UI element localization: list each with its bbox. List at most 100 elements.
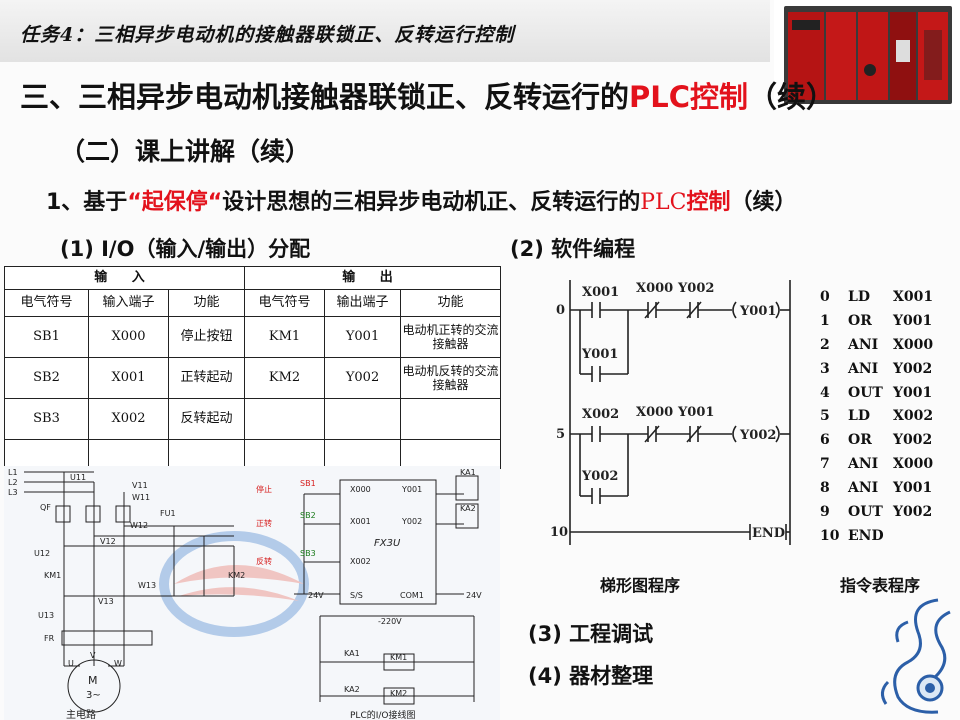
il-operand: X001 [893,289,934,305]
ladder-step-10: 10 [550,525,568,540]
table-cell: KM1 [244,316,326,358]
il-op: LD [848,408,870,425]
table-row: SB3 X002 反转起动 [4,398,502,440]
il-op: OR [848,432,872,449]
il-operand: Y001 [893,480,933,497]
label-v13: V13 [98,597,114,606]
label-v11: V11 [132,481,148,490]
table-cell [88,439,169,469]
dc24-label: 24V [308,591,324,600]
end-instruction: END [752,526,785,541]
il-op: ANI [848,336,879,353]
table-cell: SB1 [4,316,89,358]
main-circuit-caption: 主电路 [66,708,96,720]
label-km2: KM2 [228,571,245,580]
input-label-stop: 停止 [256,484,272,494]
point-1-middle: 设计思想的三相异步电动机正、反转运行的 [222,190,641,215]
rung1-nc2: Y002 [677,281,714,296]
dc24-out-label: 24V [466,591,482,600]
switch-sb2: SB2 [300,511,316,520]
table-cell: 电动机正转的交流接触器 [400,316,502,358]
il-op: ANI [848,360,879,377]
coil-km2: KM2 [390,689,407,698]
table-row: SB1 X000 停止按钮 KM1 Y001 电动机正转的交流接触器 [4,316,502,358]
label-w13: W13 [138,581,156,590]
label-v: V [90,651,96,660]
table-cell: 停止按钮 [167,316,246,358]
point-1-suffix: （续） [730,190,797,215]
rung2-nc2: Y001 [677,405,714,420]
il-step: 4 [820,384,830,401]
il-step: 5 [820,408,830,425]
label-u11: U11 [70,473,86,482]
il-op: OUT [848,384,883,401]
label-w: W [114,659,122,668]
il-op: OR [848,312,872,329]
il-step: 9 [820,504,830,521]
slide-title: 三、三相异步电动机接触器联锁正、反转运行的PLC控制（续） [20,74,835,116]
label-qf: QF [40,503,51,512]
table-cell [400,398,502,440]
label-w12: W12 [130,521,148,530]
plc-input-x000: X000 [350,485,371,494]
list-item: 5 LD X002 [820,408,953,432]
label-fu1: FU1 [160,509,176,518]
header-band [0,0,770,62]
relay-ka2: KA2 [460,504,476,513]
il-step: 1 [820,312,830,329]
table-cell: Y002 [324,357,402,399]
table-cell: KM2 [244,357,326,399]
label-fr: FR [44,634,55,643]
column-header: 输出端子 [324,289,402,317]
plc-model: FX3U [374,538,401,549]
il-op: OUT [848,504,883,521]
label-l2: L2 [8,478,18,487]
table-row: SB2 X001 正转起动 KM2 Y002 电动机反转的交流接触器 [4,357,502,399]
list-item: 10 END [820,528,953,552]
il-operand: Y002 [893,504,933,521]
instruction-caption: 指令表程序 [840,576,921,595]
il-operand: X000 [893,336,934,353]
il-op: END [848,527,884,544]
il-step: 10 [820,527,840,544]
decorative-ornament [881,598,951,714]
rung2-start-contact: X002 [582,407,619,422]
il-operand: X000 [893,456,934,473]
table-row [4,439,502,469]
il-operand: X002 [893,408,934,425]
task-title: 任务4：三相异步电动机的接触器联锁正、反转运行控制 [20,24,515,46]
input-label-reverse: 反转 [256,556,272,566]
table-cell: X001 [88,357,169,399]
section-debug-heading: (3) 工程调试 [528,622,654,646]
label-u13: U13 [38,611,54,620]
ac220-label: -220V [378,617,402,626]
ladder-step-0: 0 [556,303,565,318]
rung2-nc1: X000 [636,405,673,420]
il-step: 6 [820,432,830,449]
il-op: LD [848,289,870,305]
table-cell [4,439,89,469]
ladder-step-5: 5 [556,427,565,442]
list-item: 9 OUT Y002 [820,504,953,528]
ladder-caption: 梯形图程序 [600,576,681,595]
rung1-start-contact: X001 [582,285,619,300]
coil-km1: KM1 [390,653,407,662]
column-header: 输入端子 [88,289,169,317]
label-l1: L1 [8,468,18,477]
table-cell: 反转起动 [167,398,246,440]
input-label-forward: 正转 [256,518,272,528]
rung2-hold-contact: Y002 [581,469,618,484]
io-wiring-caption: PLC的I/O接线图 [350,709,416,720]
contact-ka1: KA1 [344,649,360,658]
contact-ka2: KA2 [344,685,360,694]
table-cell [324,398,402,440]
relay-ka1: KA1 [460,468,476,477]
table-cell: 电动机反转的交流接触器 [400,357,502,399]
column-header: 功能 [167,289,246,317]
point-1: 1、基于“起保停“设计思想的三相异步电动机正、反转运行的PLC控制（续） [46,184,797,216]
title-highlight: PLC控制 [629,80,749,114]
label-l3: L3 [8,488,18,497]
